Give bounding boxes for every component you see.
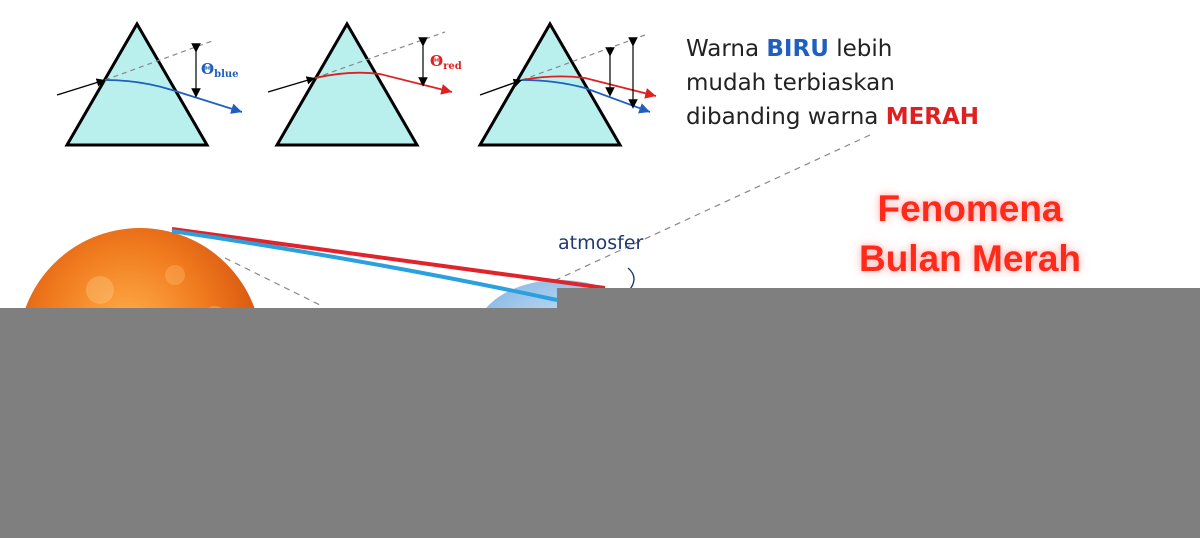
incident-ray (267, 76, 316, 93)
prism-both (477, 21, 657, 147)
title-line-2: Bulan Merah (858, 238, 1082, 279)
caption-connector (544, 134, 871, 286)
caption-text: Warna BIRU lebih mudah terbiaskan diband… (686, 32, 979, 134)
sun-tangent (224, 257, 321, 306)
caption-line-3: dibanding warna MERAH (686, 104, 980, 130)
atmosphere-label: atmosfer (558, 232, 644, 254)
prism-blue: Θblue (56, 21, 243, 147)
refracted-ray-blue (104, 79, 243, 114)
refracted-ray-red (521, 75, 657, 99)
refracted-ray-red (314, 71, 453, 95)
undeviated-line (104, 39, 216, 81)
gray-overlay-left (0, 308, 560, 538)
incident-ray (56, 78, 106, 96)
blue-light-beam (171, 229, 558, 302)
red-light-beam (171, 227, 606, 290)
title-line-1: Fenomena (877, 188, 1063, 229)
incident-ray (479, 78, 523, 96)
caption-line-1: Warna BIRU lebih (686, 36, 893, 62)
keyword-biru: BIRU (766, 36, 829, 62)
undeviated-line (521, 34, 646, 81)
prism-shape (64, 21, 210, 147)
keyword-merah: MERAH (885, 104, 980, 130)
theta-red-label: Θred (430, 52, 462, 72)
undeviated-line (314, 31, 446, 79)
prism-red: Θred (267, 21, 462, 147)
refracted-ray-blue (521, 79, 651, 114)
caption-line-2: mudah terbiaskan (686, 70, 895, 96)
title-fenomena-bulan-merah: Fenomena Bulan Merah (820, 184, 1120, 284)
theta-blue-label: Θblue (201, 60, 239, 80)
prism-shape (477, 21, 623, 147)
gray-overlay-right (557, 288, 1200, 538)
prism-shape (274, 21, 420, 147)
